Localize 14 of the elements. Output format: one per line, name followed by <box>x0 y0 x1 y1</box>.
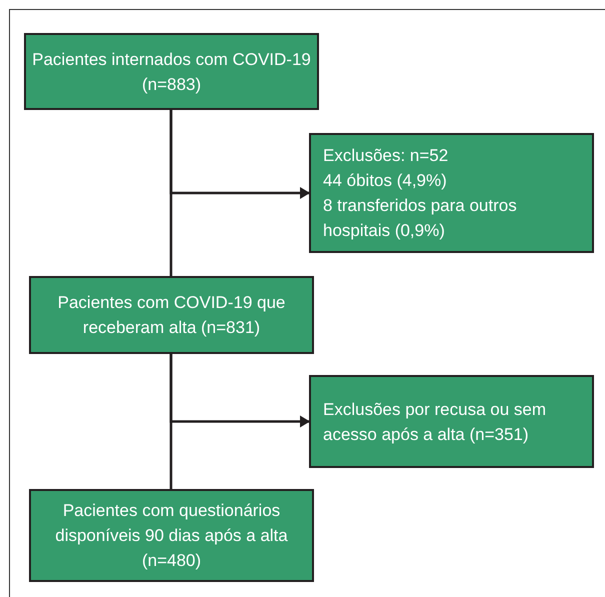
box-text: Exclusões por recusa ou sem acesso após a alta (n=351) <box>323 398 547 446</box>
box-text: 8 transferidos para outros hospitais (0,9%) <box>323 195 518 242</box>
exclusion-box <box>309 375 594 468</box>
process-box <box>29 489 314 582</box>
box-text: 44 óbitos (4,9%) <box>323 170 448 192</box>
arrow <box>170 354 310 428</box>
exclusion-box <box>309 133 594 253</box>
process-box <box>29 276 314 354</box>
box-text: Exclusões: n=52 <box>323 145 450 167</box>
box-text: Pacientes com COVID-19 que receberam alta (n=831) <box>56 292 286 339</box>
box-text: Pacientes com questionários disponíveis 90 dias após a alta (n=480) <box>54 500 289 572</box>
process-box <box>24 33 319 110</box>
box-text: Pacientes internados com COVID-19 (n=883) <box>32 48 311 96</box>
arrow <box>170 110 310 199</box>
